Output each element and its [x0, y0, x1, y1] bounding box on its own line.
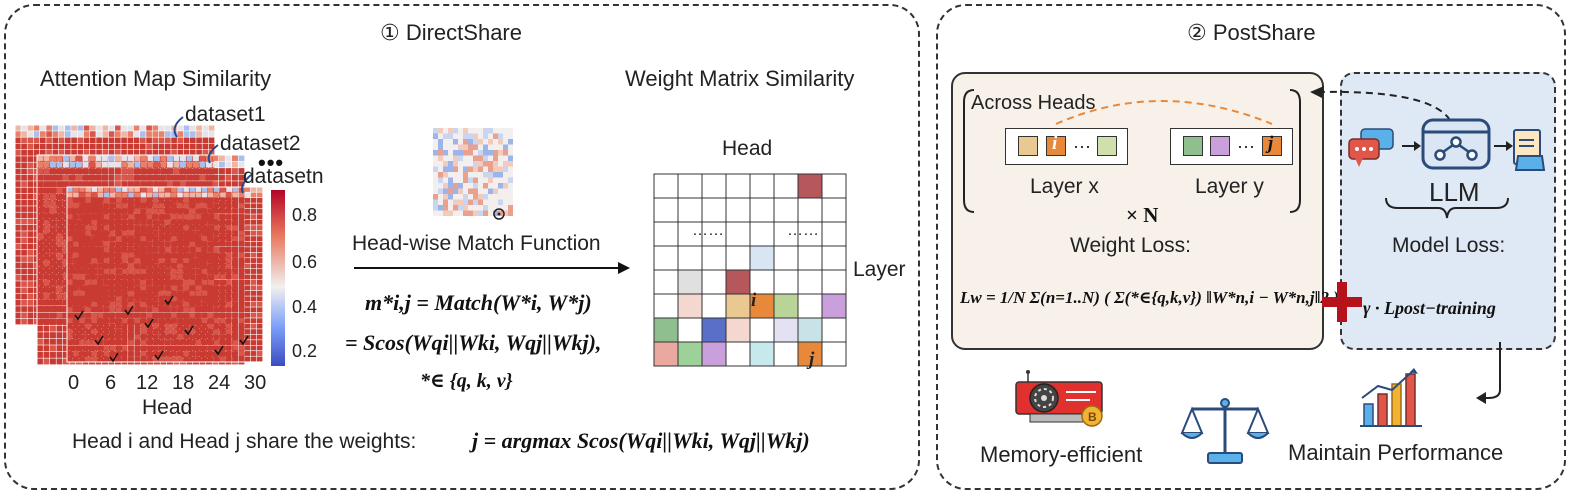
- x-axis-label: Head: [142, 396, 193, 419]
- arrow-small-2: [1494, 141, 1513, 151]
- postshare-title: ② PostShare: [1187, 20, 1316, 45]
- performance-arrow: [1476, 342, 1501, 404]
- across-heads-bracket: [963, 89, 1301, 213]
- performance-chart-icon: [1360, 368, 1422, 427]
- grid-head-label: Head: [722, 137, 773, 160]
- weight-matrix-title: Weight Matrix Similarity: [625, 66, 855, 91]
- argmax-equation: j = argmax Scos(Wqi||Wki, Wqj||Wkj): [472, 428, 810, 453]
- layer-x-head-1: [1018, 136, 1038, 156]
- balance-scale-icon: [1180, 398, 1270, 464]
- memory-chip-icon: B: [1015, 370, 1103, 427]
- layer-x-head-n: [1097, 136, 1117, 156]
- svg-text:B: B: [1088, 410, 1097, 424]
- similarity-mini-map: [433, 128, 513, 220]
- layer-y-j-label: j: [1268, 133, 1274, 154]
- model-loss-equation: γ · Lpost−training: [1363, 298, 1496, 318]
- grid-j-label: j: [806, 349, 815, 370]
- layer-x-head-i: [1046, 136, 1066, 156]
- grid-dots-left: ……: [692, 222, 724, 239]
- grid-layer-label: Layer: [853, 258, 906, 281]
- directshare-title: ① DirectShare: [380, 20, 522, 45]
- memory-efficient-label: Memory-efficient: [980, 442, 1143, 467]
- dataset-1-label: dataset1: [185, 103, 266, 126]
- postshare-panel: [936, 4, 1566, 490]
- times-n: × N: [1126, 203, 1159, 227]
- layer-x-ellipsis: ···: [1073, 136, 1091, 156]
- layer-y-head-1: [1183, 136, 1203, 156]
- match-arrow: [354, 262, 630, 274]
- colorbar-tick-02: 0.2: [292, 341, 318, 361]
- directshare-panel: [4, 4, 920, 490]
- x-tick-24: 24: [208, 372, 231, 394]
- colorbar-tick-08: 0.8: [292, 205, 318, 225]
- arrow-small-1: [1402, 141, 1421, 151]
- grid-i-label: i: [751, 290, 757, 311]
- x-tick-12: 12: [136, 372, 159, 394]
- across-heads-label: Across Heads: [971, 92, 1096, 114]
- cosine-equation: = Scos(Wqi||Wki, Wqj||Wkj),: [345, 330, 602, 355]
- plus-icon: [1322, 282, 1362, 322]
- maintain-performance-label: Maintain Performance: [1288, 440, 1504, 465]
- attention-map-title: Attention Map Similarity: [40, 66, 272, 91]
- document-icon: [1513, 129, 1546, 171]
- match-equation: m*i,j = Match(W*i, W*j): [365, 290, 592, 315]
- weight-similarity-grid: …… …… i j: [653, 173, 847, 370]
- x-tick-18: 18: [172, 372, 195, 394]
- chat-bubbles-icon: [1348, 128, 1394, 167]
- layer-y-head-2: [1210, 136, 1230, 156]
- layer-y-ellipsis: ···: [1237, 136, 1255, 156]
- layer-x-label: Layer x: [1030, 175, 1099, 198]
- match-function-label: Head-wise Match Function: [352, 232, 601, 255]
- layer-y-head-j: [1262, 136, 1282, 156]
- heatmap-check-marks: [74, 295, 249, 363]
- weight-loss-equation: Lw = 1/N Σ(n=1..N) ( Σ(*∈{q,k,v}) ‖W*n,i…: [960, 288, 1339, 307]
- feedback-arrow: [1310, 86, 1451, 121]
- model-loss-label: Model Loss:: [1392, 234, 1506, 257]
- weight-loss-label: Weight Loss:: [1070, 234, 1192, 257]
- llm-label: LLM: [1429, 177, 1480, 207]
- colorbar: [271, 190, 285, 366]
- heatmap-layer-front: [66, 186, 264, 363]
- llm-network-icon: [1421, 118, 1491, 170]
- share-weights-text: Head i and Head j share the weights:: [72, 430, 417, 453]
- weight-loss-box: [951, 72, 1324, 350]
- x-tick-0: 0: [68, 372, 80, 394]
- colorbar-tick-04: 0.4: [292, 297, 318, 317]
- kqv-set: *∈ {q, k, v}: [420, 370, 513, 392]
- attention-heatmap-stack: [15, 116, 264, 366]
- dataset-n-label: datasetn: [243, 165, 324, 188]
- layer-x-i-label: i: [1052, 133, 1058, 154]
- layer-y-label: Layer y: [1195, 175, 1264, 198]
- x-tick-30: 30: [244, 372, 267, 394]
- grid-dots-right: ……: [787, 222, 819, 239]
- llm-brace: [1385, 197, 1509, 219]
- dataset-dots: •••: [258, 150, 285, 175]
- colorbar-tick-06: 0.6: [292, 252, 318, 272]
- x-tick-6: 6: [105, 372, 117, 394]
- dataset-2-label: dataset2: [220, 132, 301, 155]
